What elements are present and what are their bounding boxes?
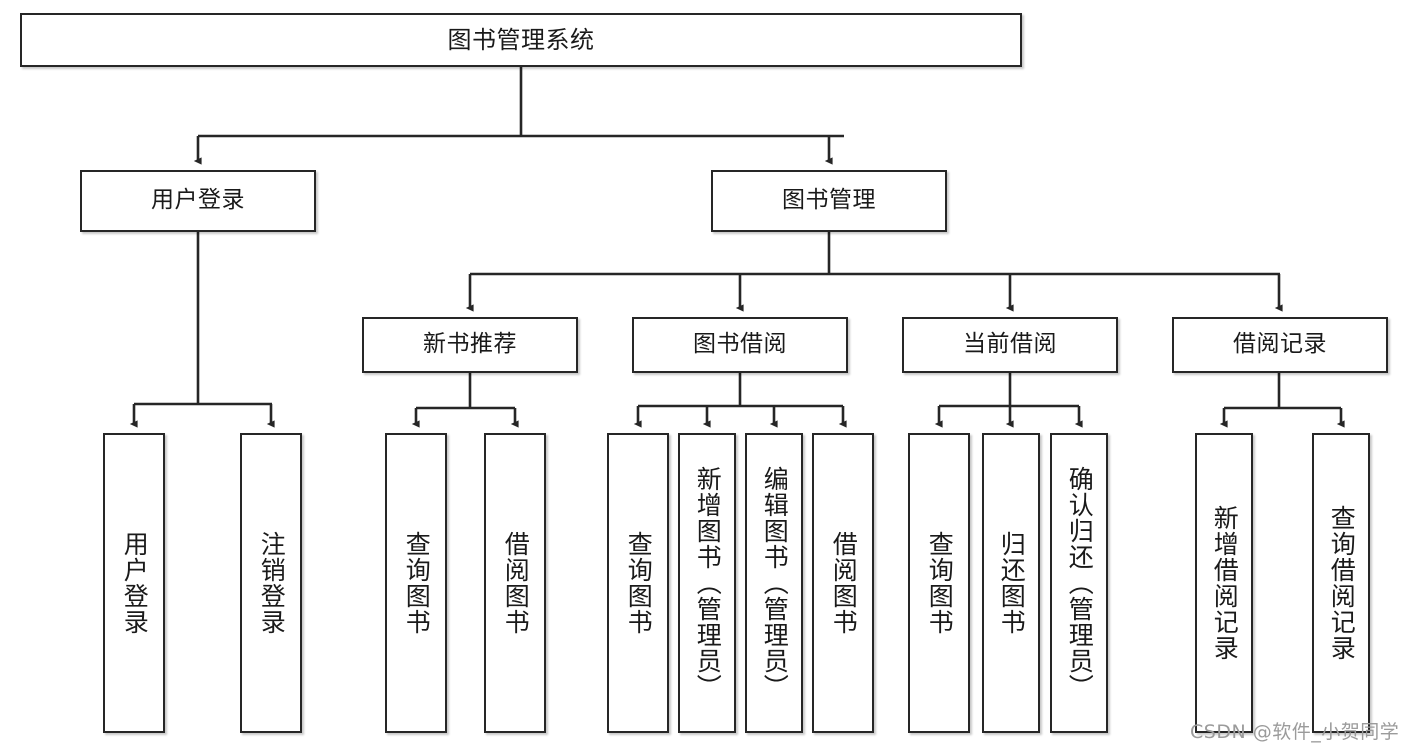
node-book-borrow-label: 图书借阅 xyxy=(693,331,787,358)
node-current-borrow-label: 当前借阅 xyxy=(963,331,1057,358)
node-leaf-bb-edit-book-label: 编辑图书（管理员） xyxy=(760,466,790,700)
watermark-text: CSDN @软件_小贺同学 xyxy=(1190,721,1400,743)
node-borrow-record[interactable]: 借阅记录 xyxy=(1172,317,1388,373)
node-leaf-br-query-record-label: 查询借阅记录 xyxy=(1327,505,1357,661)
node-leaf-bb-add-book-label: 新增图书（管理员） xyxy=(693,466,723,700)
node-new-book-recommend-label: 新书推荐 xyxy=(423,331,517,358)
node-leaf-user-logout[interactable]: 注销登录 xyxy=(240,433,302,733)
node-leaf-rec-borrow-book[interactable]: 借阅图书 xyxy=(484,433,546,733)
node-user-login-label: 用户登录 xyxy=(151,187,245,214)
node-leaf-rec-query-book-label: 查询图书 xyxy=(402,531,432,635)
node-borrow-record-label: 借阅记录 xyxy=(1233,331,1327,358)
node-new-book-recommend[interactable]: 新书推荐 xyxy=(362,317,578,373)
node-leaf-br-add-record-label: 新增借阅记录 xyxy=(1210,505,1240,661)
node-leaf-bb-edit-book[interactable]: 编辑图书（管理员） xyxy=(745,433,803,733)
node-book-borrow[interactable]: 图书借阅 xyxy=(632,317,848,373)
node-leaf-rec-borrow-book-label: 借阅图书 xyxy=(501,531,531,635)
node-leaf-bb-borrow-book[interactable]: 借阅图书 xyxy=(812,433,874,733)
node-leaf-user-logout-label: 注销登录 xyxy=(257,531,287,635)
node-leaf-cb-confirm-return-label: 确认归还（管理员） xyxy=(1065,466,1095,700)
node-user-login[interactable]: 用户登录 xyxy=(80,170,316,232)
node-leaf-cb-return-book-label: 归还图书 xyxy=(997,531,1027,635)
node-leaf-bb-query-book[interactable]: 查询图书 xyxy=(607,433,669,733)
node-leaf-cb-query-book[interactable]: 查询图书 xyxy=(908,433,970,733)
node-leaf-bb-borrow-book-label: 借阅图书 xyxy=(829,531,859,635)
node-leaf-cb-return-book[interactable]: 归还图书 xyxy=(982,433,1040,733)
node-leaf-cb-confirm-return[interactable]: 确认归还（管理员） xyxy=(1050,433,1108,733)
node-current-borrow[interactable]: 当前借阅 xyxy=(902,317,1118,373)
node-book-manage[interactable]: 图书管理 xyxy=(711,170,947,232)
node-leaf-user-login[interactable]: 用户登录 xyxy=(103,433,165,733)
node-leaf-rec-query-book[interactable]: 查询图书 xyxy=(385,433,447,733)
node-leaf-bb-query-book-label: 查询图书 xyxy=(624,531,654,635)
node-leaf-br-query-record[interactable]: 查询借阅记录 xyxy=(1312,433,1370,733)
node-root-label: 图书管理系统 xyxy=(447,25,595,54)
node-leaf-cb-query-book-label: 查询图书 xyxy=(925,531,955,635)
node-book-manage-label: 图书管理 xyxy=(782,187,876,214)
node-leaf-br-add-record[interactable]: 新增借阅记录 xyxy=(1195,433,1253,733)
node-leaf-user-login-label: 用户登录 xyxy=(120,531,150,635)
node-leaf-bb-add-book[interactable]: 新增图书（管理员） xyxy=(678,433,736,733)
node-root[interactable]: 图书管理系统 xyxy=(20,13,1022,67)
